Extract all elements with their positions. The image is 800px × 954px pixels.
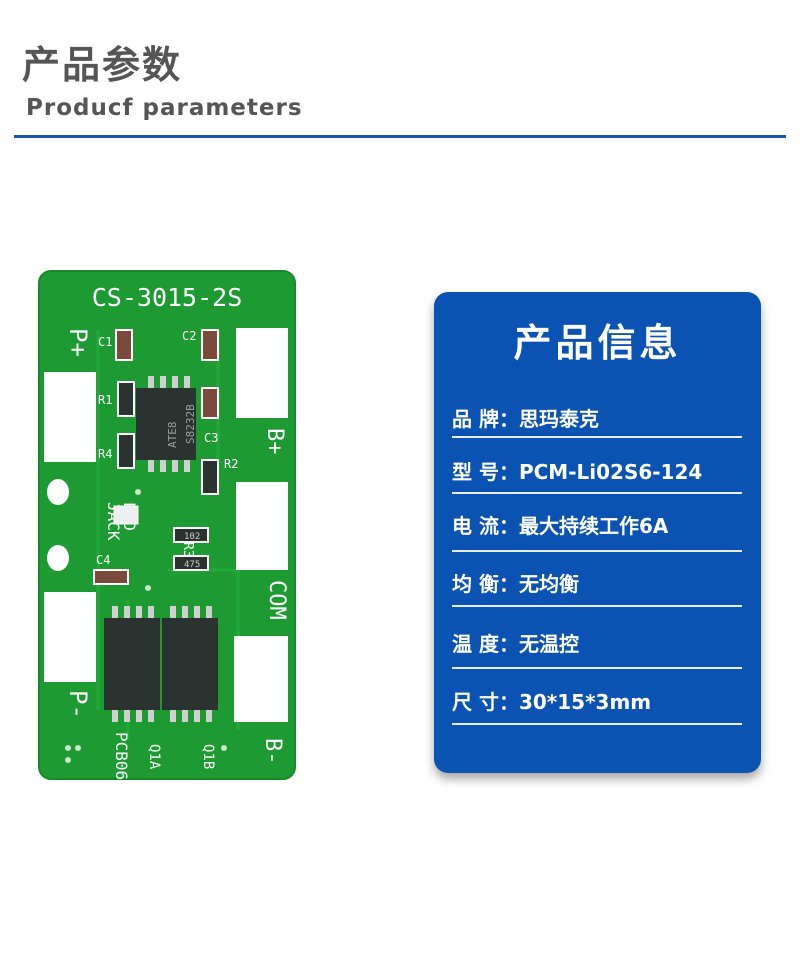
page-subtitle: Producf parameters [26,95,303,121]
info-row-current: 电 流：最大持续工作6A [452,510,742,539]
b-mid-pad [236,482,288,570]
card-title: 产品信息 [513,321,682,365]
model-label: 型 号： [452,460,519,484]
info-row-size: 尺 寸：30*15*3mm [452,686,742,715]
led-component [113,505,139,525]
temperature-value: 无温控 [518,632,579,656]
pcb-board: CS-3015-2S P+ P- B+ COM B- JACK LED C1 R… [38,270,296,790]
c2-label: C2 [182,329,196,343]
resistor-102 [173,527,209,543]
p-plus-label: P+ [64,328,92,357]
row-divider [452,667,742,669]
info-row-brand: 品 牌：思玛泰克 [452,403,742,432]
p-minus-pad [44,592,96,682]
board-model-label: CS-3015-2S [92,283,243,312]
cap-c3 [201,387,219,419]
resistor-r2 [201,459,219,495]
product-info-card: 产品信息 品 牌：思玛泰克 型 号：PCM-Li02S6-124 电 流：最大持… [434,292,761,773]
current-value: 最大持续工作6A [518,514,669,538]
model-value: PCM-Li02S6-124 [518,460,703,484]
resistor-475 [173,555,209,571]
pcb-code-label: PCB066 [112,732,131,780]
brand-label: 品 牌： [452,407,519,431]
cap-c2 [201,329,219,361]
title-divider [14,135,786,138]
row-divider [452,436,742,438]
r2-label: R2 [224,457,238,471]
resistor-r4 [117,433,135,469]
resistor-475-marking: 475 [184,560,200,570]
b-plus-pad [236,328,288,418]
r1-label: R1 [98,393,112,407]
jack-pad-1 [47,479,69,505]
product-image: CS-3015-2S P+ P- B+ COM B- JACK LED C1 R… [38,270,296,790]
chip-marking-1: ATE8 [166,422,179,449]
resistor-r1 [117,381,135,417]
info-row-model: 型 号：PCM-Li02S6-124 [452,456,742,485]
c4-label: C4 [96,553,110,567]
size-value: 30*15*3mm [518,690,652,714]
row-divider [452,550,742,552]
balance-value: 无均衡 [518,572,579,596]
q1a-label: Q1A [146,744,162,770]
r4-label: R4 [98,447,112,461]
row-divider [452,605,742,607]
c1-label: C1 [98,335,112,349]
r3-r6-label: R3 [180,542,195,558]
size-label: 尺 寸： [452,690,519,714]
c3-label: C3 [204,431,218,445]
jack-pad-2 [47,545,69,571]
info-row-balance: 均 衡：无均衡 [452,568,742,597]
b-minus-pad [234,636,288,722]
cap-c1 [115,329,133,361]
mosfet-q1b [162,618,218,710]
control-ic [136,388,196,460]
p-plus-pad [44,372,96,462]
b-plus-label: B+ [262,428,287,455]
row-divider [452,723,742,725]
p-minus-label: P- [64,690,92,719]
row-divider [452,492,742,494]
balance-label: 均 衡： [452,572,519,596]
temperature-label: 温 度： [452,632,519,656]
com-label: COM [264,580,289,620]
chip-marking-2: S8232B [184,404,197,444]
cap-c4 [93,569,129,585]
page-title: 产品参数 [22,43,183,87]
b-minus-label: B- [260,738,285,765]
q1b-label: Q1B [200,744,216,769]
current-label: 电 流： [452,514,519,538]
resistor-102-marking: 102 [184,532,200,542]
brand-value: 思玛泰克 [518,407,599,431]
info-row-temperature: 温 度：无温控 [452,628,742,657]
mosfet-q1a [104,618,160,710]
